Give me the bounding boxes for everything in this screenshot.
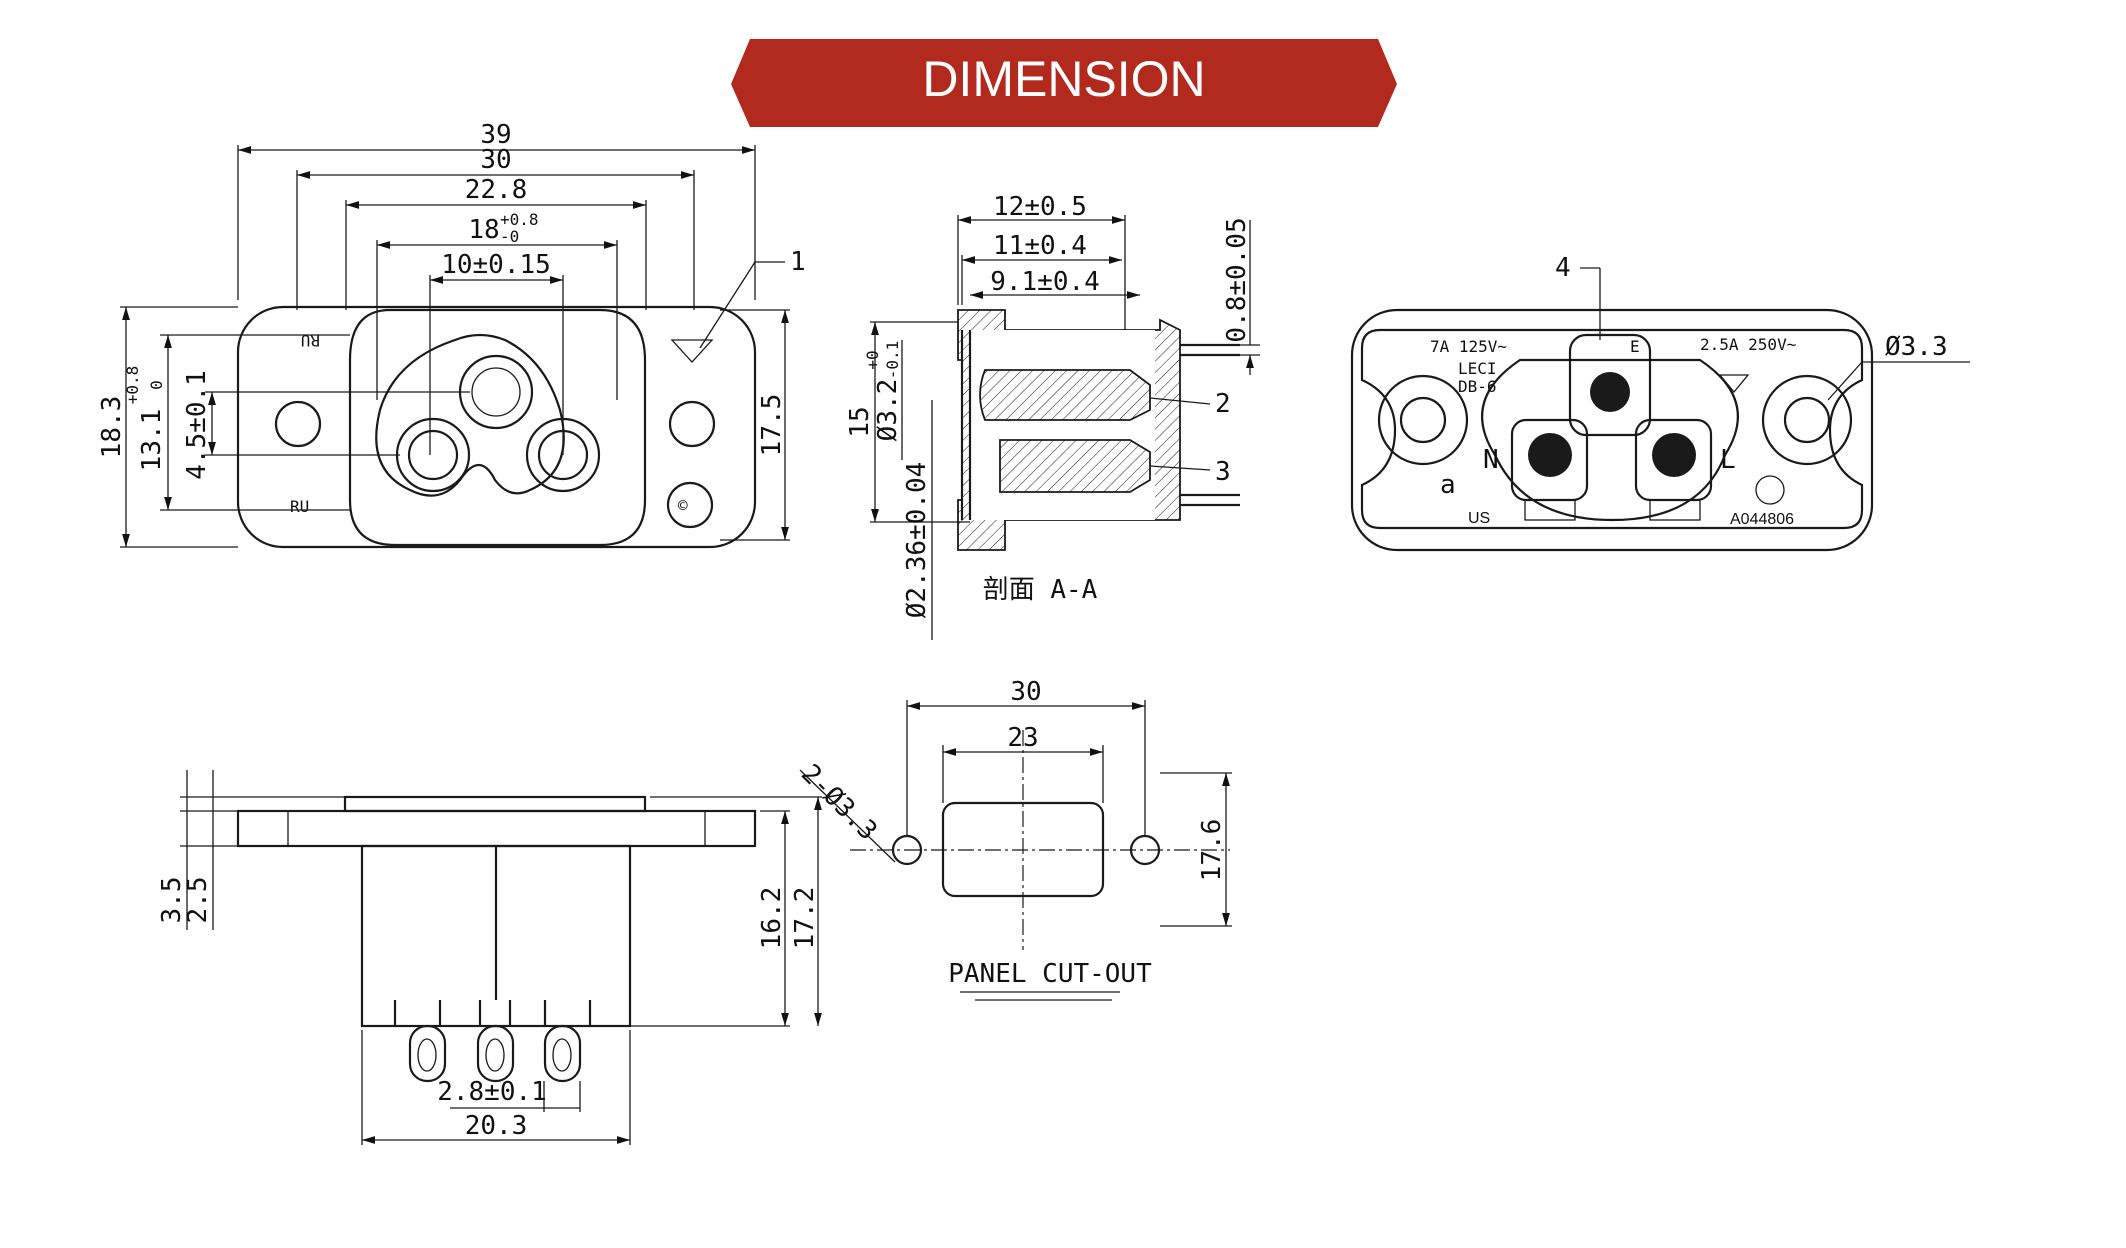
front-body-outline — [348, 308, 647, 547]
callout-3: 3 — [1215, 457, 1231, 487]
right-mount-hole — [668, 400, 716, 448]
dim-17-2: 17.2 — [790, 887, 820, 950]
rear-vde-icon — [1718, 374, 1750, 394]
cutout-dim-holes: 2-Ø3.3 — [795, 759, 883, 847]
dim-width-18: 18 — [468, 215, 499, 245]
neutral-label: N — [1483, 445, 1499, 475]
dim-phi-3-2: Ø3.2 — [873, 379, 903, 442]
dim-width-18-tol-up: +0.8 — [500, 210, 539, 229]
upper-contact — [979, 369, 1151, 421]
dim-width-39: 39 — [480, 120, 511, 150]
rear-hole-dim: Ø3.3 — [1885, 332, 1948, 362]
earth-terminal — [1568, 333, 1652, 437]
callout-4: 4 — [1555, 253, 1571, 283]
cutout-dim-23: 23 — [1007, 723, 1038, 753]
dim-phi-2-36: Ø2.36±0.04 — [902, 462, 932, 619]
dim-height-13-1-tol-dn: 0 — [147, 380, 166, 390]
side-flange — [236, 809, 757, 848]
a-mark: a — [1440, 470, 1456, 500]
dim-3-5: 3.5 — [157, 877, 187, 924]
callout-2: 2 — [1215, 389, 1231, 419]
live-terminal-hole — [1652, 433, 1696, 477]
dim-9-1: 9.1±0.4 — [990, 267, 1100, 297]
ul-mark-icon: RU — [301, 331, 320, 350]
neutral-cavity-inner — [407, 429, 459, 481]
pin-right — [543, 1024, 582, 1083]
cutout-dim-30: 30 — [1010, 677, 1041, 707]
dim-height-17-5: 17.5 — [757, 394, 787, 457]
dim-20-3: 20.3 — [465, 1111, 528, 1141]
cutout-caption: PANEL CUT-OUT — [948, 959, 1152, 989]
cutout-dim-17-6: 17.6 — [1197, 819, 1227, 882]
panel-cutout: 30 23 17.6 2-Ø3.3 PANEL CUT-OUT — [795, 677, 1232, 1001]
neutral-cavity — [395, 417, 471, 493]
earth-cavity — [458, 354, 534, 430]
dim-height-13-1: 13.1 — [137, 409, 167, 472]
pin-left — [408, 1024, 447, 1083]
live-label: L — [1720, 445, 1736, 475]
rear-view: 7A 125V~ 2.5A 250V~ LECI DB-6 N L E a US… — [1350, 253, 1970, 552]
dim-phi-3-2-tol-up: +0 — [863, 350, 882, 369]
dim-height-18-3: 18.3 — [97, 396, 127, 459]
dim-2-5: 2.5 — [183, 877, 213, 924]
dim-16-2: 16.2 — [757, 887, 787, 950]
earth-terminal-hole — [1590, 372, 1630, 412]
live-tab — [1649, 499, 1701, 521]
lower-contact — [999, 439, 1151, 493]
dim-width-22-8: 22.8 — [465, 175, 528, 205]
rear-ccc-icon — [1755, 475, 1785, 505]
side-top-rim — [343, 795, 647, 813]
dim-phi-3-2-tol-dn: -0.1 — [883, 341, 902, 380]
neutral-terminal-hole — [1528, 433, 1572, 477]
ccc-mark-icon — [666, 481, 714, 529]
earth-label: E — [1630, 337, 1640, 356]
ul-mark-icon-2: RU — [290, 497, 309, 516]
earth-cavity-inner — [471, 367, 521, 417]
ccc-mark-glyph: © — [678, 496, 688, 515]
socket-clover-outline — [375, 333, 565, 497]
rear-right-hole — [1783, 396, 1831, 444]
pin-middle — [476, 1024, 515, 1083]
side-view: 3.5 2.5 16.2 17.2 2.8±0.1 20.3 — [157, 770, 822, 1145]
rating-7a: 7A 125V~ — [1430, 337, 1507, 356]
us-mark: US — [1468, 510, 1490, 527]
db6-mark: DB-6 — [1458, 377, 1497, 396]
rear-left-boss — [1377, 374, 1469, 466]
dim-width-30: 30 — [480, 145, 511, 175]
dim-width-18-tol-dn: -0 — [500, 227, 519, 246]
rear-left-hole — [1399, 396, 1447, 444]
vde-triangle-icon — [670, 339, 714, 363]
dim-pin-pitch: 2.8±0.1 — [437, 1077, 547, 1107]
dim-width-10: 10±0.15 — [441, 250, 551, 280]
rear-flange-outline — [1350, 308, 1874, 552]
dim-12: 12±0.5 — [993, 192, 1087, 222]
cert-number: A044806 — [1730, 511, 1794, 528]
dim-height-13-1-tol-up: +0.8 — [123, 366, 142, 405]
left-mount-hole — [274, 400, 322, 448]
section-caption: 剖面 A-A — [983, 575, 1098, 605]
neutral-tab — [1524, 499, 1576, 521]
rear-right-boss — [1761, 374, 1853, 466]
rear-terminal-surround — [1481, 358, 1739, 522]
dim-0-8: 0.8±0.05 — [1222, 217, 1252, 342]
callout-1: 1 — [790, 247, 806, 277]
rating-2-5a: 2.5A 250V~ — [1700, 335, 1796, 354]
front-flange-outline — [236, 305, 757, 549]
section-view: 12±0.5 11±0.4 9.1±0.4 0.8±0.05 15 Ø3.2 +… — [845, 192, 1260, 640]
dim-height-4-5: 4.5±0.1 — [182, 370, 212, 480]
side-pin-bases — [393, 1000, 592, 1026]
dim-height-15: 15 — [845, 406, 875, 437]
dim-11: 11±0.4 — [993, 231, 1087, 261]
front-view: © RU RU 39 30 22.8 18 +0.8 -0 10±0.15 18… — [97, 120, 806, 549]
rear-inner-outline — [1360, 328, 1864, 530]
leci-mark: LECI — [1458, 359, 1497, 378]
